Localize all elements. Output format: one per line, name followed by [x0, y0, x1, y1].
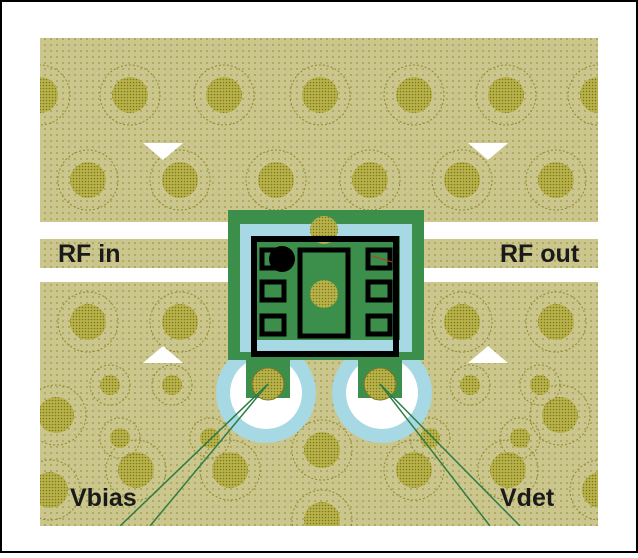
via: [304, 502, 340, 526]
via: [396, 77, 432, 113]
via-ring: [99, 64, 161, 126]
via-ring: [477, 439, 539, 501]
via-ring: [291, 489, 353, 526]
via: [420, 428, 440, 448]
via-ring: [105, 439, 167, 501]
via: [488, 77, 524, 113]
pin1-dot: [269, 246, 295, 272]
via-ring: [383, 439, 445, 501]
via-ring: [89, 364, 131, 406]
via: [70, 304, 106, 340]
via-ring: [151, 364, 193, 406]
via: [542, 397, 578, 433]
via: [40, 77, 58, 113]
via-ring: [499, 417, 541, 459]
via: [212, 452, 248, 488]
via-ring: [525, 291, 587, 353]
via: [538, 304, 574, 340]
via: [444, 304, 480, 340]
via: [444, 162, 480, 198]
via-ring: [431, 291, 493, 353]
via: [460, 375, 480, 395]
via-ring: [189, 417, 231, 459]
via-ring: [475, 64, 537, 126]
via: [396, 452, 432, 488]
vbias-label: Vbias: [70, 484, 137, 512]
via-ring: [339, 149, 401, 211]
via: [302, 77, 338, 113]
via-ring: [99, 417, 141, 459]
via: [582, 472, 598, 508]
via-array: [40, 64, 598, 526]
rf-in-label: RF in: [58, 240, 121, 268]
thin-red-trace: [371, 255, 393, 263]
via: [40, 472, 68, 508]
via: [304, 432, 340, 468]
via-ring: [383, 64, 445, 126]
via: [110, 428, 130, 448]
via-ring: [193, 64, 255, 126]
marker-triangle: [468, 346, 508, 363]
via-ring: [245, 149, 307, 211]
via: [100, 375, 120, 395]
via-ring: [431, 149, 493, 211]
via-ring: [149, 149, 211, 211]
via: [258, 162, 294, 198]
via-ring: [525, 149, 587, 211]
routing-lines: [119, 383, 521, 526]
via: [200, 428, 220, 448]
vdet-label: Vdet: [500, 484, 555, 512]
via: [530, 375, 550, 395]
via-ring: [291, 419, 353, 481]
via: [162, 375, 182, 395]
via: [206, 77, 242, 113]
via: [352, 162, 388, 198]
via: [112, 77, 148, 113]
via-ring: [449, 364, 491, 406]
center-via: [310, 280, 338, 308]
via: [118, 452, 154, 488]
via-ring: [57, 291, 119, 353]
via: [580, 77, 598, 113]
via-ring: [57, 149, 119, 211]
via-ring: [149, 291, 211, 353]
via: [538, 162, 574, 198]
via: [490, 452, 526, 488]
package-paddle: [297, 247, 351, 339]
via-ring: [409, 417, 451, 459]
marker-triangle: [143, 346, 183, 363]
via: [510, 428, 530, 448]
via: [40, 397, 74, 433]
via: [162, 162, 198, 198]
via-ring: [519, 364, 561, 406]
via: [70, 162, 106, 198]
rf-out-label: RF out: [500, 240, 580, 268]
via-ring: [40, 384, 87, 446]
marker-triangle: [143, 143, 183, 160]
package-outline: [251, 236, 399, 357]
via-ring: [199, 439, 261, 501]
via-ring: [289, 64, 351, 126]
via-ring: [40, 459, 81, 521]
marker-triangle: [468, 143, 508, 160]
via: [162, 304, 198, 340]
via-ring: [40, 64, 71, 126]
